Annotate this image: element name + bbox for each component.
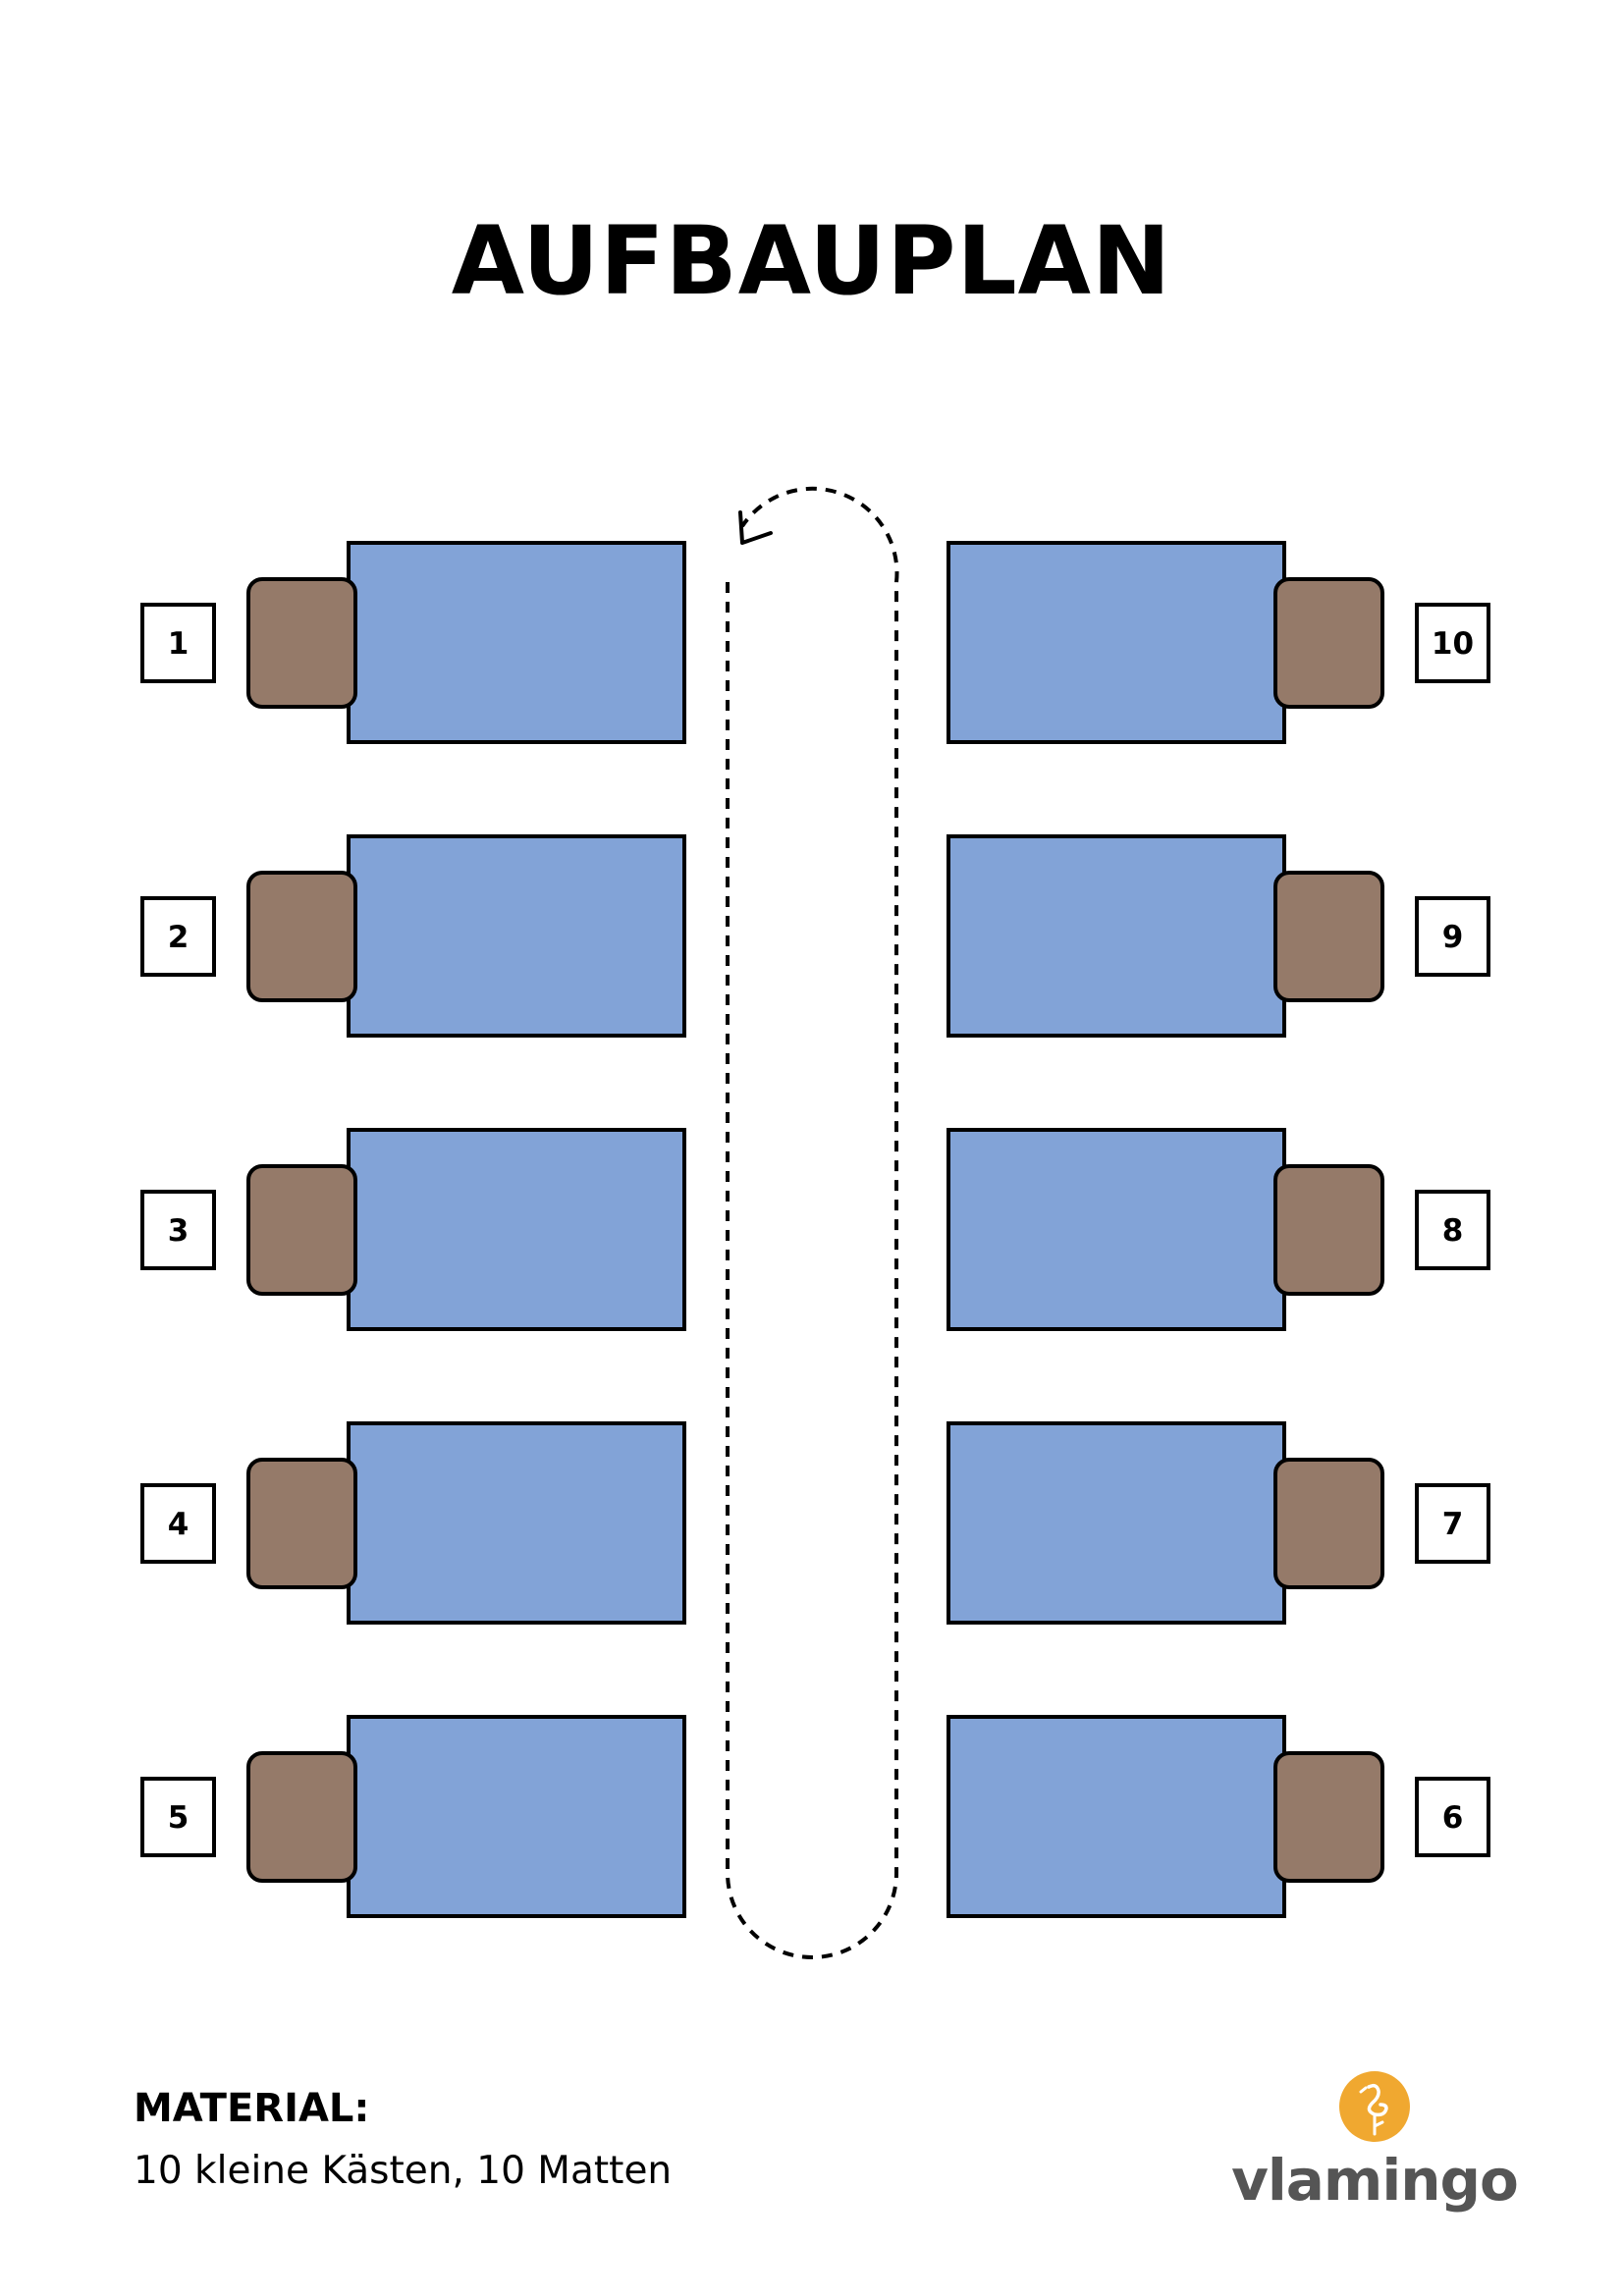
station-number-box bbox=[1415, 1190, 1490, 1270]
station-number: 9 bbox=[1442, 920, 1464, 955]
station-number-box bbox=[140, 1483, 216, 1564]
station-number-box bbox=[140, 896, 216, 977]
mat bbox=[947, 1421, 1286, 1625]
station-number: 2 bbox=[168, 920, 189, 955]
small-box bbox=[246, 871, 357, 1002]
station-number-box bbox=[1415, 603, 1490, 683]
station-8: 8 bbox=[947, 1128, 1490, 1331]
flamingo-icon bbox=[1339, 2071, 1410, 2142]
station-number: 10 bbox=[1432, 626, 1474, 662]
route-arrowhead-icon bbox=[738, 510, 773, 545]
mat bbox=[347, 541, 686, 744]
station-number-box bbox=[1415, 896, 1490, 977]
station-number-box bbox=[140, 1777, 216, 1857]
small-box bbox=[246, 1164, 357, 1296]
mat bbox=[947, 834, 1286, 1038]
station-9: 9 bbox=[947, 834, 1490, 1038]
small-box bbox=[246, 577, 357, 709]
small-box bbox=[1273, 1751, 1384, 1883]
station-number-box bbox=[140, 603, 216, 683]
mat bbox=[347, 1128, 686, 1331]
material-heading: MATERIAL: bbox=[134, 2086, 370, 2131]
station-number-box bbox=[1415, 1777, 1490, 1857]
station-number: 3 bbox=[168, 1213, 189, 1249]
station-2: 2 bbox=[140, 834, 686, 1038]
stations-layer: 1 2 3 4 5 6 7 8 9 10 bbox=[140, 541, 1490, 1918]
mat bbox=[947, 1128, 1286, 1331]
station-number-box bbox=[140, 1190, 216, 1270]
station-number: 1 bbox=[168, 626, 189, 662]
small-box bbox=[1273, 871, 1384, 1002]
small-box bbox=[1273, 1458, 1384, 1589]
mat bbox=[347, 834, 686, 1038]
logo-text: vlamingo bbox=[1231, 2147, 1519, 2214]
small-box bbox=[1273, 1164, 1384, 1296]
station-number-box bbox=[1415, 1483, 1490, 1564]
station-number: 6 bbox=[1442, 1800, 1464, 1836]
station-3: 3 bbox=[140, 1128, 686, 1331]
page-title: AUFBAUPLAN bbox=[451, 206, 1172, 316]
station-number: 8 bbox=[1442, 1213, 1464, 1249]
station-7: 7 bbox=[947, 1421, 1490, 1625]
mat bbox=[947, 1715, 1286, 1918]
mat bbox=[947, 541, 1286, 744]
small-box bbox=[246, 1751, 357, 1883]
station-6: 6 bbox=[947, 1715, 1490, 1918]
station-4: 4 bbox=[140, 1421, 686, 1625]
material-text: 10 kleine Kästen, 10 Matten bbox=[134, 2149, 673, 2193]
small-box bbox=[1273, 577, 1384, 709]
mat bbox=[347, 1715, 686, 1918]
station-5: 5 bbox=[140, 1715, 686, 1918]
mat bbox=[347, 1421, 686, 1625]
station-number: 5 bbox=[168, 1800, 189, 1836]
small-box bbox=[246, 1458, 357, 1589]
route-arrow-icon bbox=[726, 486, 899, 1959]
station-10: 10 bbox=[947, 541, 1490, 744]
vlamingo-logo: vlamingo bbox=[1227, 2071, 1522, 2209]
station-1: 1 bbox=[140, 541, 686, 744]
station-number: 4 bbox=[168, 1507, 189, 1542]
station-number: 7 bbox=[1442, 1507, 1464, 1542]
